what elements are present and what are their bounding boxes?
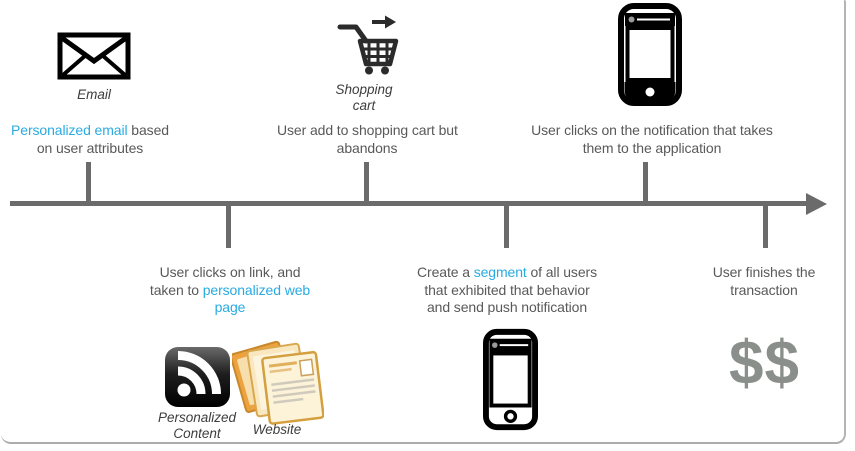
note-text: User add to shopping cart but [277,122,458,138]
note-text: based [127,122,169,138]
timeline-axis [10,201,808,206]
segment-link[interactable]: segment [473,264,527,280]
note-text: User finishes the [712,264,816,280]
shopping-cart-icon [337,15,399,75]
note-personalized-email: Personalized email based on user attribu… [0,122,180,157]
timeline-tick-notification [643,162,648,203]
money-icon: $$ [729,329,800,398]
note-text: taken to [149,281,203,298]
note-text: User clicks on link, and [159,264,301,280]
shopping-cart-caption: Shopping cart [335,82,393,113]
rss-content-icon [165,347,230,407]
note-text: and send push notification [426,299,588,315]
note-text: transaction [730,281,798,298]
timeline-tick-email [86,162,91,203]
website-pages-icon [232,340,324,425]
timeline-arrowhead-icon [806,193,827,215]
note-text: Create a [417,264,474,280]
note-cart-abandon: User add to shopping cart but abandons [277,122,458,157]
note-text: abandons [336,139,398,156]
personalized-web-page-link[interactable]: page [214,299,246,315]
website-caption: Website [252,422,302,437]
note-segment-push: Create a segment of all users that exhib… [417,264,597,317]
note-notification-click: User clicks on the notification that tak… [522,122,782,157]
note-text: of all users [526,264,597,280]
timeline-tick-transaction [763,204,768,248]
smartphone-push-icon [483,328,538,431]
timeline-tick-cart [364,162,369,203]
note-transaction: User finishes the transaction [704,264,824,299]
personalized-web-page-link[interactable]: personalized web [202,281,311,298]
note-text: them to the application [582,139,722,156]
email-caption: Email [77,87,111,102]
timeline-tick-webpage [226,204,231,248]
note-text: User clicks on the notification that tak… [531,122,773,138]
note-text: on user attributes [36,139,144,156]
rss-caption: Personalized Content [157,410,237,441]
timeline-tick-segment [504,204,509,248]
note-text: that exhibited that behavior [424,281,590,298]
note-link-click: User clicks on link, and taken to person… [140,264,320,317]
email-icon [57,32,131,80]
personalized-email-link[interactable]: Personalized email [11,122,128,138]
smartphone-notification-icon [618,3,682,106]
